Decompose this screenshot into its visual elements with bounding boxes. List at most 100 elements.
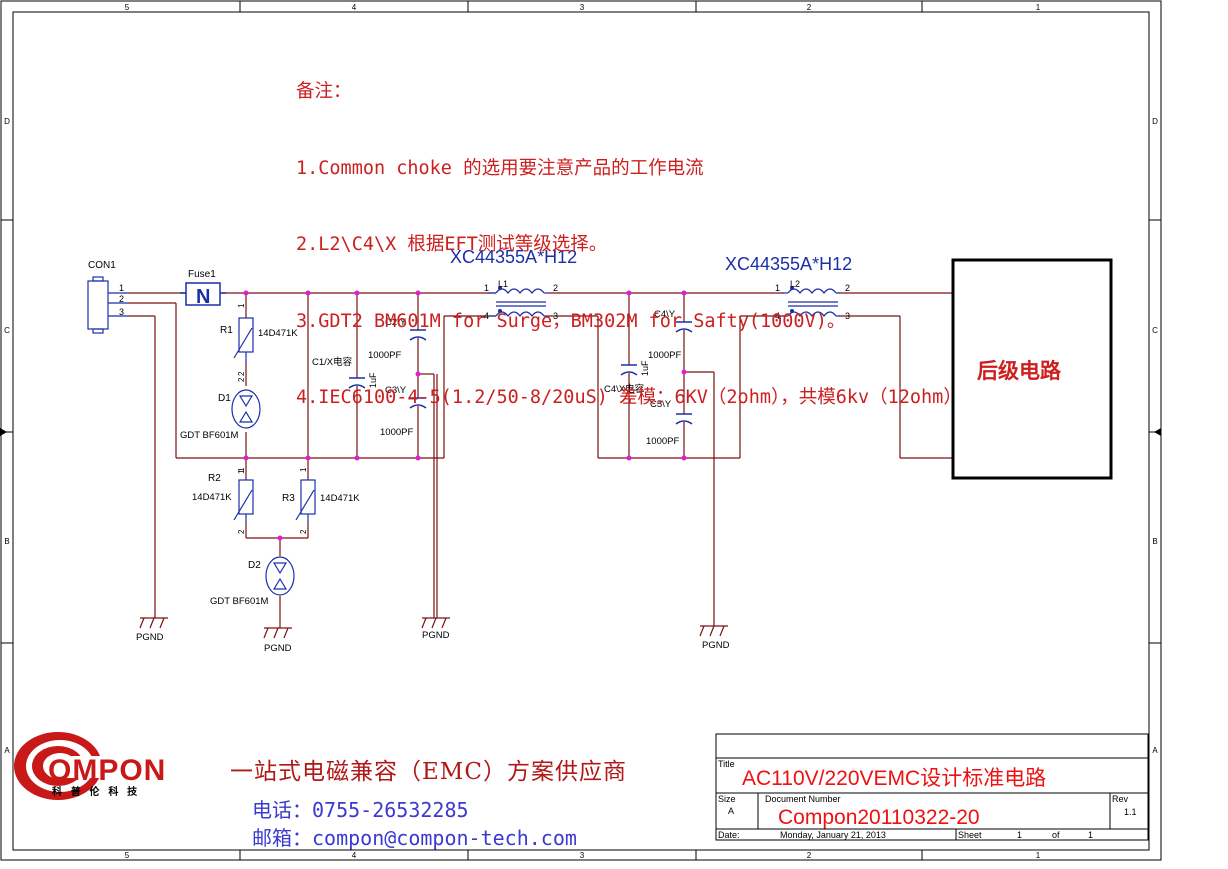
c3-ref: C3\Y bbox=[385, 385, 407, 396]
c4y-value: 1000PF bbox=[648, 350, 681, 361]
varistor-r3 bbox=[295, 478, 316, 524]
zone-col-label: 5 bbox=[125, 851, 130, 860]
connector-con1 bbox=[87, 276, 128, 334]
l1-part-number: XC44355A*H12 bbox=[450, 247, 577, 267]
fuse-fuse1 bbox=[180, 282, 226, 306]
r3-pin: 1 bbox=[299, 467, 308, 472]
d2-value: GDT BF601M bbox=[210, 596, 269, 607]
l1-pin: 1 bbox=[484, 283, 489, 293]
c1-ref: C1/X电容 bbox=[312, 356, 353, 368]
email-line: 邮箱：compon@compon-tech.com bbox=[252, 822, 577, 851]
company-slogan: 一站式电磁兼容（EMC）方案供应商 bbox=[230, 759, 627, 785]
note-line: 4.IEC6100-4-5(1.2/50-8/20uS) 差模：6KV（2ohm… bbox=[296, 387, 962, 408]
c4y-ref: C4\Y bbox=[654, 309, 676, 320]
con1-pin-label: 1 bbox=[119, 283, 124, 293]
note-line: 2.L2\C4\X 根据EFT测试等级选择。 bbox=[296, 234, 608, 255]
size-value: A bbox=[728, 806, 735, 816]
load-block bbox=[951, 258, 1113, 480]
note-line: 1.Common choke 的选用要注意产品的工作电流 bbox=[296, 157, 704, 179]
con1-pin-label: 2 bbox=[119, 294, 124, 304]
date-value: Monday, January 21, 2013 bbox=[780, 830, 886, 840]
c2-value: 1000PF bbox=[368, 350, 401, 361]
c2-ref: C2\Y bbox=[385, 317, 407, 328]
note-line: 3.GDT2 BM601M for Surge，BM302M for Safty… bbox=[296, 310, 846, 332]
l1-ref: L1 bbox=[498, 279, 508, 289]
phone-line: 电话：0755-26532285 bbox=[252, 794, 469, 823]
logo-wordmark: OMPON bbox=[48, 754, 166, 787]
l2-part-number: XC44355A*H12 bbox=[725, 254, 852, 274]
document-number: Compon20110322-20 bbox=[778, 806, 980, 829]
zone-col-label: 4 bbox=[352, 3, 357, 12]
zone-row-label: D bbox=[1152, 117, 1158, 126]
sheet-number: 1 bbox=[1017, 830, 1023, 840]
common-mode-choke-l1 bbox=[488, 288, 548, 317]
con1-ref: CON1 bbox=[88, 260, 116, 271]
zone-col-label: 2 bbox=[807, 3, 812, 12]
ground-label: PGND bbox=[422, 630, 450, 641]
sheet-label: Sheet bbox=[958, 830, 982, 840]
capacitor-c2 bbox=[409, 329, 427, 341]
capacitor-c4y bbox=[675, 321, 693, 333]
l2-pin: 2 bbox=[845, 283, 850, 293]
r2-value: 14D471K bbox=[192, 492, 232, 503]
r1-value: 14D471K bbox=[258, 328, 298, 339]
capacitor-c1 bbox=[348, 377, 366, 389]
zone-col-label: 1 bbox=[1036, 3, 1041, 12]
d1-value: GDT BF601M bbox=[180, 430, 239, 441]
ground-label: PGND bbox=[702, 640, 730, 651]
rev-label: Rev bbox=[1112, 794, 1129, 804]
zone-col-label: 2 bbox=[807, 851, 812, 860]
fuse1-ref: Fuse1 bbox=[188, 269, 216, 280]
date-label: Date: bbox=[718, 830, 740, 840]
zone-col-label: 5 bbox=[125, 3, 130, 12]
common-mode-choke-l2 bbox=[782, 288, 840, 317]
l2-polarity-dots bbox=[790, 286, 794, 313]
zone-row-label: D bbox=[4, 117, 10, 126]
ground-label: PGND bbox=[136, 632, 164, 643]
sheet-of-label: of bbox=[1052, 830, 1060, 840]
fuse-n-glyph: N bbox=[196, 286, 210, 308]
capacitor-c4x bbox=[620, 364, 638, 376]
l2-pin: 4 bbox=[775, 311, 780, 321]
logo-subtitle: 科 普 伦 科 技 bbox=[52, 785, 140, 798]
drawing-title: AC110V/220VEMC设计标准电路 bbox=[742, 767, 1047, 790]
document-number-label: Document Number bbox=[765, 794, 841, 804]
gdt-d2 bbox=[265, 556, 295, 596]
zone-row-label: C bbox=[4, 326, 10, 335]
zone-col-label: 3 bbox=[580, 851, 585, 860]
l1-pin: 2 bbox=[553, 283, 558, 293]
varistor-r2 bbox=[233, 478, 254, 524]
ground-label: PGND bbox=[264, 643, 292, 654]
r2-pin: 2 bbox=[237, 529, 246, 534]
l2-pin: 3 bbox=[845, 311, 850, 321]
frame-center-marks bbox=[0, 428, 1161, 436]
rev-value: 1.1 bbox=[1124, 807, 1137, 817]
c4x-ref: C4\X电容 bbox=[604, 383, 645, 395]
r2-ref: R2 bbox=[208, 473, 221, 484]
ground-symbols bbox=[139, 617, 728, 639]
phone-number: 0755-26532285 bbox=[312, 798, 469, 822]
email-address: compon@compon-tech.com bbox=[312, 826, 577, 850]
r1-pin: 2 bbox=[237, 371, 246, 376]
junctions bbox=[243, 290, 687, 541]
d1-pin: 1 bbox=[237, 469, 246, 474]
gdt-d1 bbox=[231, 389, 261, 429]
zone-col-label: 1 bbox=[1036, 851, 1041, 860]
zone-row-label: A bbox=[4, 746, 10, 755]
design-notes: 备注： 1.Common choke 的选用要注意产品的工作电流 2.L2\C4… bbox=[296, 28, 962, 436]
capacitor-c3 bbox=[409, 397, 427, 409]
load-block-label: 后级电路 bbox=[977, 359, 1061, 383]
d2-ref: D2 bbox=[248, 560, 261, 571]
c4x-value: 1uF bbox=[640, 360, 650, 376]
r1-pin: 1 bbox=[237, 303, 246, 308]
zone-col-label: 4 bbox=[352, 851, 357, 860]
sheet-total: 1 bbox=[1088, 830, 1094, 840]
varistor-r1 bbox=[233, 317, 254, 364]
email-label: 邮箱： bbox=[252, 826, 312, 850]
frame-zone-labels: 5 4 3 2 1 5 4 3 2 1 D C B A D C B A bbox=[4, 3, 1158, 860]
r3-value: 14D471K bbox=[320, 493, 360, 504]
r3-ref: R3 bbox=[282, 493, 295, 504]
phone-label: 电话： bbox=[252, 798, 312, 822]
zone-row-label: C bbox=[1152, 326, 1158, 335]
